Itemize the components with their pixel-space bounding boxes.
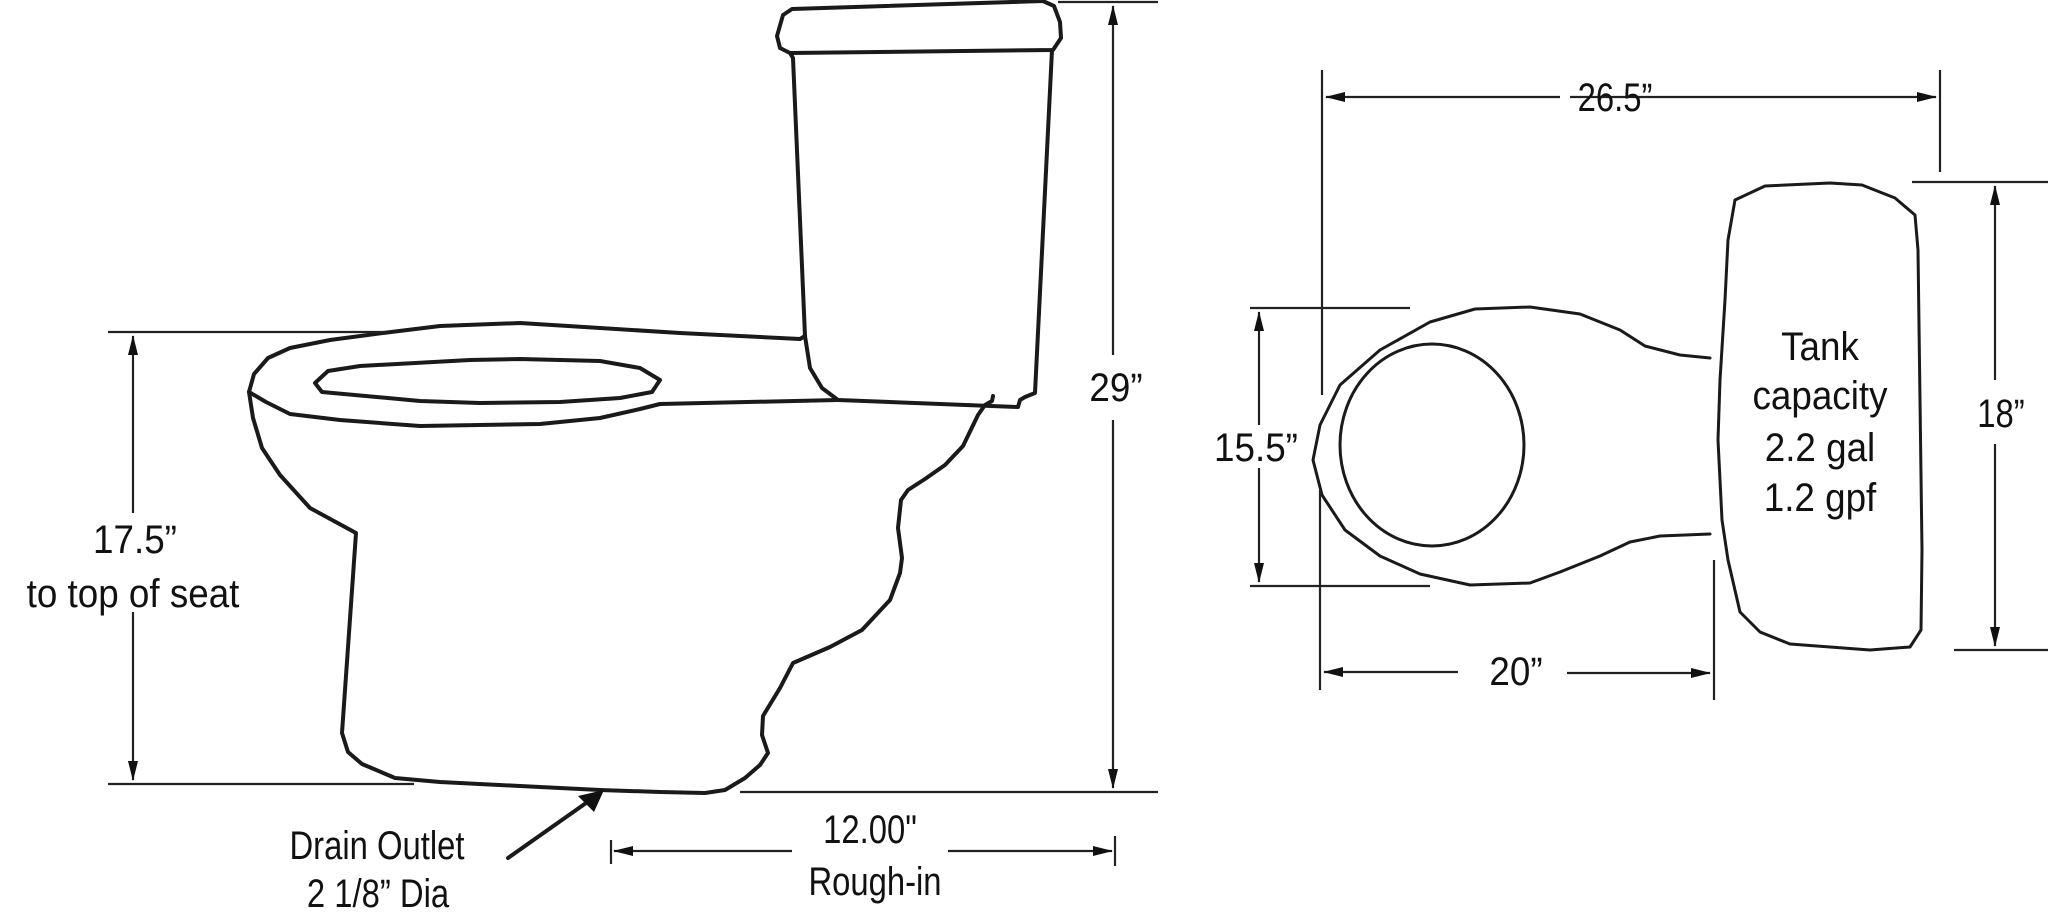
rough-in-value: 12.00" <box>823 808 917 852</box>
bowl-left <box>247 390 995 795</box>
seat-front <box>247 331 840 428</box>
bowl-outer-top <box>1311 305 1712 587</box>
top-view-toilet <box>1311 181 1924 652</box>
bowl-length-value: 20” <box>1489 650 1543 694</box>
seat-height-caption: to top of seat <box>26 572 240 616</box>
seat-outer <box>381 321 807 341</box>
bowl-width-value: 15.5” <box>1214 426 1298 470</box>
tank-lid <box>775 0 1063 55</box>
tank-note-line1: Tank <box>1781 325 1859 369</box>
tank-depth-value: 18” <box>1977 392 2025 436</box>
tank-note-line3: 2.2 gal <box>1764 426 1876 470</box>
overall-height-value: 29” <box>1089 366 1143 410</box>
top-view-dimensions <box>1250 70 2048 700</box>
drain-outlet-line1: Drain Outlet <box>289 824 465 868</box>
tank-body <box>788 48 1054 409</box>
seat-opening <box>313 357 662 405</box>
side-view-dimensions <box>108 0 1158 866</box>
tank-note-line4: 1.2 gpf <box>1763 476 1877 520</box>
rough-in-caption: Rough-in <box>808 860 942 904</box>
tank-top <box>1716 181 1924 652</box>
tank-note-line2: capacity <box>1752 374 1888 418</box>
bowl-inner-top <box>1338 342 1526 548</box>
overall-length-value: 26.5” <box>1577 76 1653 120</box>
side-view-toilet <box>247 0 1063 795</box>
drain-outlet-line2: 2 1/8” Dia <box>306 872 450 916</box>
seat-height-value: 17.5” <box>93 518 177 562</box>
